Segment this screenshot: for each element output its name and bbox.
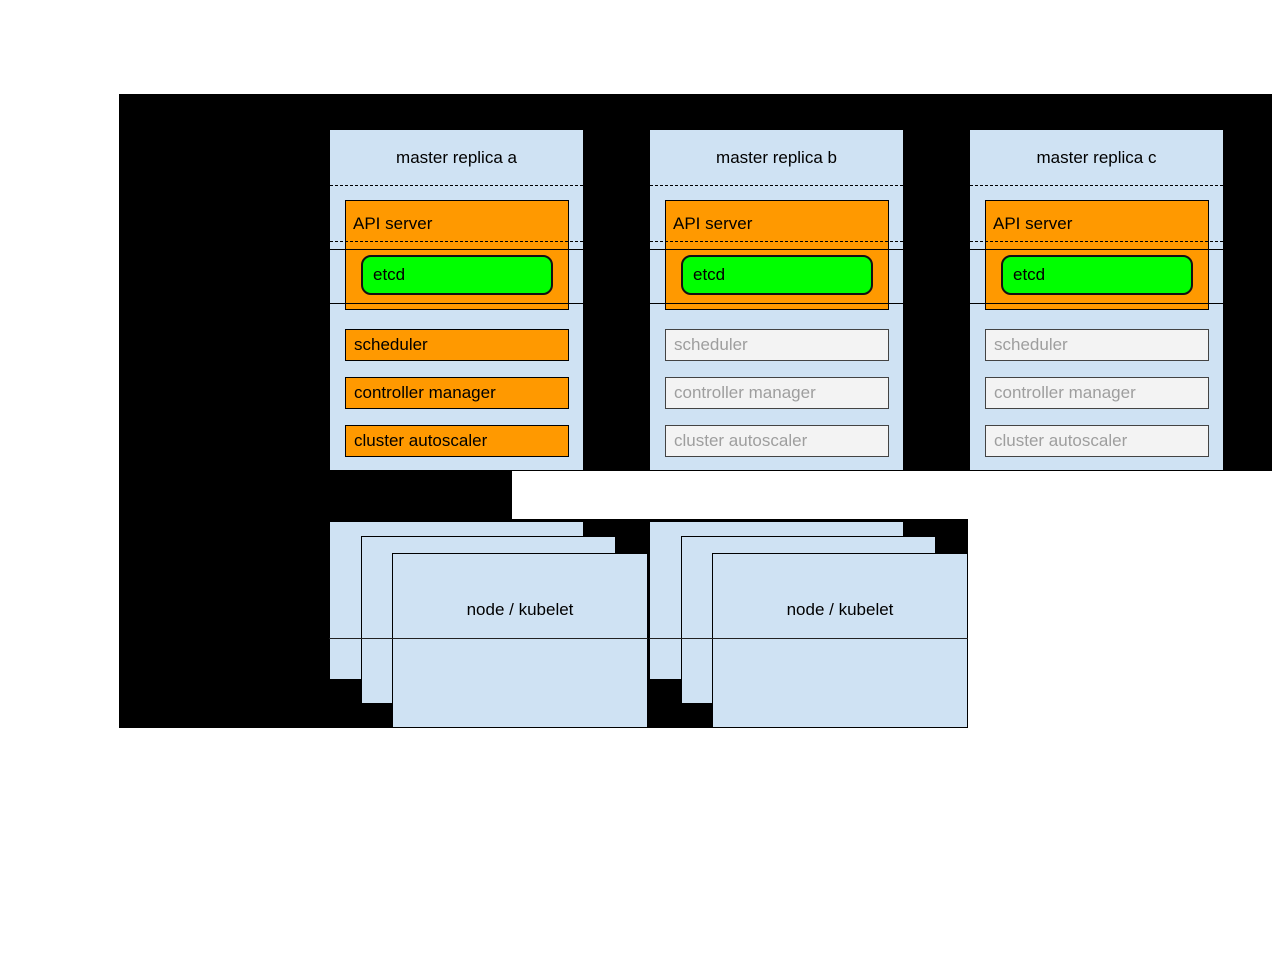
node-stack-left: node / kubelet [329, 521, 648, 728]
node-title-divider [649, 638, 968, 639]
layer-divider-dashed-1 [330, 185, 583, 186]
api-server-label: API server [673, 214, 753, 233]
layer-divider-solid-2 [650, 303, 903, 304]
scheduler-label: scheduler [994, 335, 1068, 354]
cluster-autoscaler-label: cluster autoscaler [674, 431, 808, 450]
controller-manager-box: controller manager [985, 377, 1209, 409]
node-stack-right: node / kubelet [649, 521, 968, 728]
controller-manager-label: controller manager [354, 383, 496, 402]
cluster-autoscaler-box: cluster autoscaler [665, 425, 889, 457]
node-kubelet-label: node / kubelet [786, 600, 894, 619]
api-server-label: API server [353, 214, 433, 233]
api-server-label: API server [993, 214, 1073, 233]
node-box-front [712, 553, 968, 728]
layer-divider-solid-2 [970, 303, 1223, 304]
controller-manager-box: controller manager [345, 377, 569, 409]
master-replica-c-box: master replica c API server etcd schedul… [969, 129, 1224, 471]
etcd-box: etcd [1001, 255, 1193, 295]
layer-divider-dashed-2 [970, 241, 1223, 242]
etcd-box: etcd [681, 255, 873, 295]
etcd-label: etcd [373, 265, 406, 284]
layer-divider-dashed-2 [650, 241, 903, 242]
controller-manager-box: controller manager [665, 377, 889, 409]
controller-manager-label: controller manager [994, 383, 1136, 402]
master-replica-a-title: master replica a [396, 148, 517, 167]
layer-divider-solid-1 [970, 249, 1223, 250]
cluster-autoscaler-label: cluster autoscaler [994, 431, 1128, 450]
controller-manager-label: controller manager [674, 383, 816, 402]
master-replica-c-title: master replica c [1036, 148, 1157, 167]
scheduler-box: scheduler [345, 329, 569, 361]
scheduler-label: scheduler [674, 335, 748, 354]
etcd-label: etcd [693, 265, 726, 284]
layer-divider-dashed-1 [650, 185, 903, 186]
scheduler-label: scheduler [354, 335, 428, 354]
layer-divider-solid-2 [330, 303, 583, 304]
master-replica-b-box: master replica b API server etcd schedul… [649, 129, 904, 471]
cluster-autoscaler-box: cluster autoscaler [985, 425, 1209, 457]
layer-divider-solid-1 [330, 249, 583, 250]
etcd-label: etcd [1013, 265, 1046, 284]
background-mask-middle [119, 471, 512, 519]
scheduler-box: scheduler [665, 329, 889, 361]
cluster-autoscaler-label: cluster autoscaler [354, 431, 488, 450]
node-title-divider [329, 638, 648, 639]
layer-divider-dashed-1 [970, 185, 1223, 186]
layer-divider-dashed-2 [330, 241, 583, 242]
etcd-box: etcd [361, 255, 553, 295]
scheduler-box: scheduler [985, 329, 1209, 361]
node-box-front [392, 553, 648, 728]
layer-divider-solid-1 [650, 249, 903, 250]
cluster-autoscaler-box: cluster autoscaler [345, 425, 569, 457]
master-replica-a-box: master replica a API server etcd schedul… [329, 129, 584, 471]
node-kubelet-label: node / kubelet [466, 600, 574, 619]
master-replica-b-title: master replica b [716, 148, 837, 167]
